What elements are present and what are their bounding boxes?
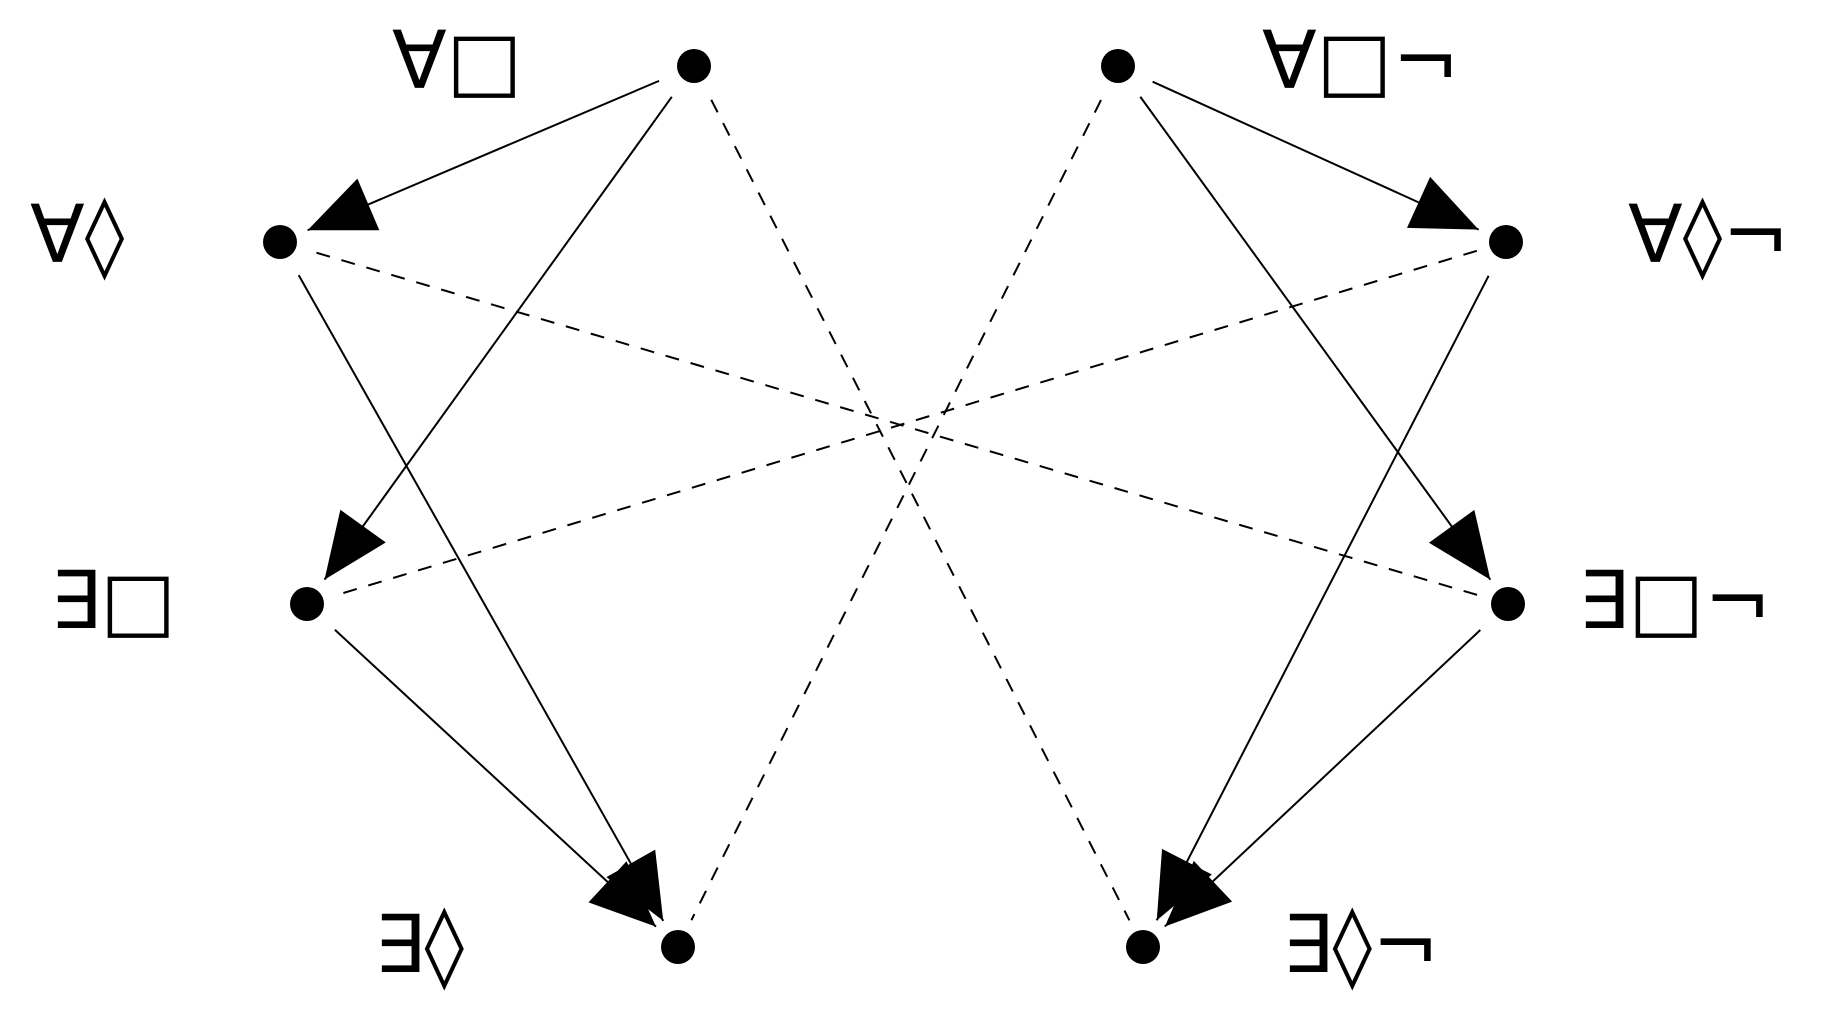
- edge-all-diamond-to-exists-diamond: [297, 274, 665, 922]
- node-dot-all-box-neg: [1101, 49, 1135, 83]
- arrowhead-exists-box-to-exists-diamond: [588, 861, 656, 927]
- node-dot-all-box: [677, 49, 711, 83]
- node-dot-exists-box: [290, 587, 324, 621]
- edge-all-diamond-to-exists-box-neg: [316, 251, 1480, 597]
- edge-all-diamond-neg-to-exists-diamond-neg: [1155, 275, 1490, 921]
- node-label-exists-box-neg: ∃□¬: [1578, 554, 1771, 647]
- node-label-exists-box: ∃□: [50, 554, 176, 647]
- nodes-layer: [263, 49, 1525, 964]
- node-label-all-diamond: ∀◊: [30, 188, 125, 281]
- node-dot-all-diamond-neg: [1489, 225, 1523, 259]
- edge-all-box-to-exists-diamond-neg: [710, 99, 1131, 921]
- arrowhead-exists-box-neg-to-exists-diamond-neg: [1164, 860, 1233, 927]
- node-label-exists-diamond-neg: ∃◊¬: [1282, 898, 1439, 991]
- edge-exists-box-neg-to-exists-diamond-neg: [1164, 629, 1481, 928]
- edge-exists-box-to-exists-diamond: [334, 629, 657, 928]
- node-dot-exists-diamond-neg: [1126, 930, 1160, 964]
- edge-all-box-to-exists-box: [323, 96, 673, 581]
- arrowhead-all-box-to-exists-box: [324, 509, 386, 580]
- arrowhead-all-box-neg-to-exists-box-neg: [1428, 509, 1491, 580]
- arrowhead-all-box-to-all-diamond: [307, 178, 380, 231]
- node-dot-all-diamond: [263, 225, 297, 259]
- labels-layer: ∀□ ∀◊ ∃□ ∃◊ ∀□¬ ∀◊¬ ∃□¬ ∃◊¬: [30, 14, 1789, 991]
- node-dot-exists-diamond: [661, 930, 695, 964]
- edge-all-box-neg-to-exists-box-neg: [1139, 96, 1492, 581]
- edge-all-box-neg-to-exists-diamond: [690, 99, 1102, 921]
- node-label-all-box-neg: ∀□¬: [1262, 14, 1459, 107]
- arrowhead-all-box-neg-to-all-diamond-neg: [1407, 176, 1479, 230]
- edges-layer: [297, 79, 1492, 928]
- node-label-exists-diamond: ∃◊: [374, 898, 465, 991]
- node-label-all-diamond-neg: ∀◊¬: [1628, 188, 1789, 281]
- node-label-all-box: ∀□: [392, 14, 522, 107]
- node-dot-exists-box-neg: [1491, 587, 1525, 621]
